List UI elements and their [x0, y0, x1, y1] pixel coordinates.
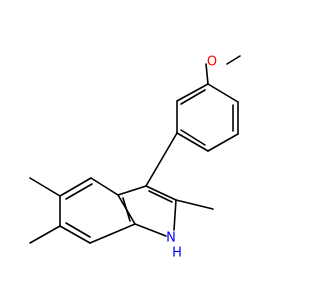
bond-c6-methyl — [29, 225, 61, 244]
bond-c3-c2 — [145, 185, 177, 201]
bond-benz-4 — [176, 132, 209, 152]
bond-c3a-c4 — [90, 177, 119, 196]
bond-methyl-o — [226, 55, 241, 65]
bond-c7-c7a — [89, 223, 136, 244]
bond-c2-n — [173, 199, 177, 231]
bond-c3a-c7a-inner — [122, 197, 131, 222]
bond-c4-c5 — [59, 177, 92, 197]
bond-c6-c7 — [59, 225, 91, 244]
bond-aryl-c3 — [145, 132, 178, 187]
bond-benz-6 — [176, 83, 209, 102]
bond-benz-6-inner — [180, 89, 206, 105]
bond-benz-3 — [207, 133, 239, 152]
bond-c5-methyl — [29, 177, 61, 197]
bond-c2-methyl — [175, 199, 214, 210]
bond-c3-c2-inner — [148, 190, 173, 203]
bond-c3a-c3 — [117, 185, 147, 196]
bonds — [29, 55, 241, 244]
molecule-structure: O N H — [29, 55, 241, 261]
nitrogen-atom-label: N — [166, 231, 176, 246]
oxygen-atom-label: O — [207, 55, 217, 70]
bond-c4-c5-inner — [65, 183, 93, 200]
bond-o-aryl — [205, 63, 209, 85]
bond-n-c7a — [134, 223, 167, 237]
molecule-canvas: O N H — [29, 54, 241, 261]
bond-c6-c7-inner — [65, 222, 91, 238]
nitrogen-hydrogen-label: H — [172, 246, 182, 261]
bond-benz-4-inner — [180, 129, 206, 146]
bond-benz-1 — [207, 83, 239, 103]
